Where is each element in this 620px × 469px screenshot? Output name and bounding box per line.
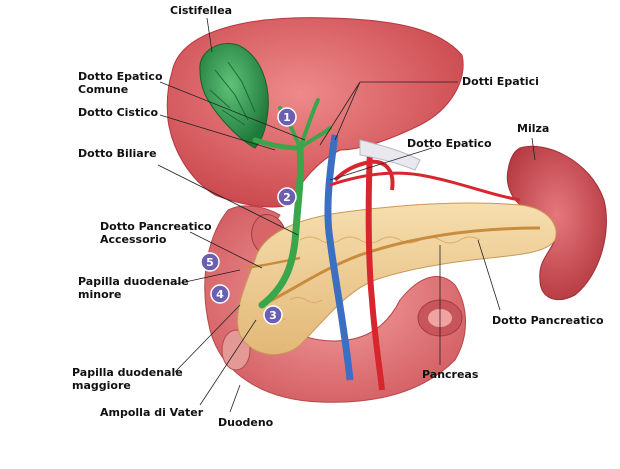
spleen [506, 145, 607, 300]
svg-text:2: 2 [283, 191, 291, 204]
leader-lines [157, 17, 536, 413]
badge-3: 3 [263, 305, 283, 325]
ligament [359, 139, 421, 171]
label-dotto-biliare: Dotto Biliare [78, 147, 157, 160]
badge-5: 5 [200, 252, 220, 272]
portal-vein [324, 134, 354, 381]
svg-text:5: 5 [206, 256, 214, 269]
svg-text:4: 4 [216, 288, 224, 301]
badge-1: 1 [277, 107, 297, 127]
label-ampolla: Ampolla di Vater [100, 406, 204, 419]
svg-text:3: 3 [269, 309, 277, 322]
pancreas [237, 202, 557, 355]
label-dotto-epatico: Dotto Epatico [407, 137, 492, 150]
label-dotto-pancreatico: Dotto Pancreatico [492, 314, 604, 327]
badge-4: 4 [210, 284, 230, 304]
label-dotto-cistico: Dotto Cistico [78, 106, 159, 119]
pancreatic-duct [261, 226, 541, 307]
label-duodeno: Duodeno [218, 416, 274, 429]
svg-text:1: 1 [283, 111, 291, 124]
cystic-duct [252, 137, 303, 151]
badge-2: 2 [277, 187, 297, 207]
label-cistifellea: Cistifellea [170, 4, 233, 17]
label-milza: Milza [517, 122, 550, 135]
label-dotti-epatici: Dotti Epatici [462, 75, 539, 88]
label-papilla-maggiore: Papilla duodenale maggiore [72, 366, 183, 392]
common-bile-duct [258, 144, 305, 309]
liver [166, 17, 464, 208]
label-dotto-pancreatico-accessorio: Dotto Pancreatico Accessorio [100, 220, 212, 246]
splenic-artery [329, 171, 521, 202]
aorta [365, 149, 385, 391]
label-dotto-epatico-comune: Dotto Epatico Comune [78, 70, 163, 96]
hepatic-artery [333, 159, 395, 191]
label-papilla-minore: Papilla duodenale minore [78, 275, 189, 301]
gallbladder-veins [209, 61, 256, 126]
gallbladder [199, 42, 269, 149]
label-pancreas: Pancreas [422, 368, 479, 381]
